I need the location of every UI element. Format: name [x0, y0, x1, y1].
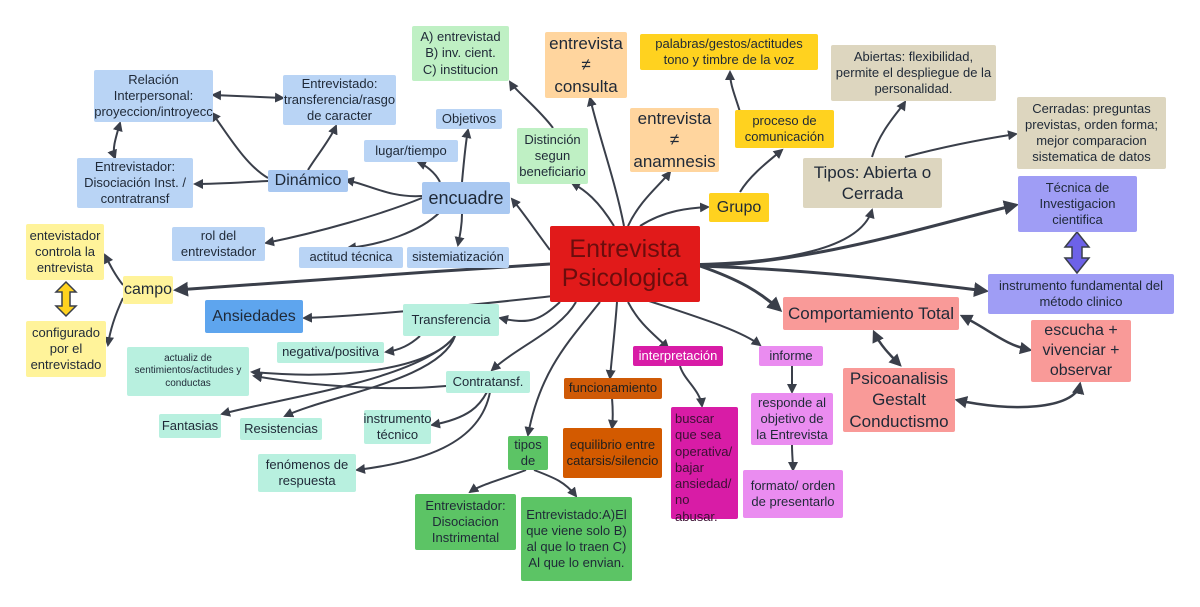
escucha-node: escucha + vivenciar + observar: [1031, 320, 1131, 382]
link-transf-fantasias: [220, 335, 456, 417]
negativa-node: negativa/positiva: [277, 342, 384, 363]
controla-node: entevistador controla la entrevista: [26, 224, 104, 280]
campo-node: campo: [123, 276, 173, 304]
link-psico-escucha: [954, 381, 1085, 409]
entrevistador-disoc-node: Entrevistador: Disociación Inst. / contr…: [77, 158, 193, 208]
link-central-funcionamiento: [605, 301, 618, 380]
tecnica-node: Técnica de Investigacion cientifica: [1018, 176, 1137, 232]
link-central-consulta: [586, 96, 625, 227]
link-tipos-abiertas: [871, 100, 907, 158]
contratransf-node: Contratansf.: [446, 371, 530, 393]
link-tipos-left: [468, 469, 527, 494]
link-comport-escucha: [959, 314, 1033, 355]
link-transf-resistencias: [283, 335, 456, 418]
link-central-anamnesis: [627, 170, 672, 227]
link-tipos-right: [533, 469, 578, 498]
rol-node: rol del entrevistador: [172, 227, 265, 261]
fenomenos-node: fenómenos de respuesta: [258, 454, 356, 492]
cerradas-node: Cerradas: preguntas previstas, orden for…: [1017, 97, 1166, 169]
link-contratransf-instrumento: [430, 391, 488, 429]
entrevistador-instr-node: Entrevistador: Disociacion Instrimental: [415, 494, 516, 550]
link-transf-negativa: [384, 335, 421, 356]
link-tipos-cerradas: [904, 130, 1018, 158]
transferencia-node: Transferencia: [403, 304, 499, 336]
link-responde-formato: [787, 444, 798, 472]
link-contratransf-actualiz: [252, 372, 447, 390]
double-arrow-yellow-icon: [54, 280, 78, 318]
link-encuadre-sistem: [454, 213, 465, 247]
responde-node: responde al objetivo de la Entrevista: [751, 393, 833, 445]
link-campo-controla: [104, 253, 124, 286]
link-central-tecnica: [699, 200, 1019, 268]
sistematizacion-node: sistemiatización: [407, 247, 509, 268]
abc-node: A) entrevistad B) inv. cient. C) institu…: [412, 26, 509, 81]
objetivos-node: Objetivos: [436, 109, 502, 129]
link-central-tipos: [699, 208, 875, 265]
double-arrow-blue-icon: [1063, 230, 1091, 275]
link-central-comportamiento: [699, 264, 783, 313]
configurado-node: configurado por el entrevistado: [26, 321, 106, 377]
link-central-transferencia: [498, 301, 561, 325]
link-central-instrumento: [699, 264, 989, 298]
ansiedades-node: Ansiedades: [205, 300, 303, 333]
link-relacion-disoc: [107, 121, 123, 160]
actualiz-node: actualiz de sentimientos/actitudes y con…: [127, 347, 249, 396]
link-central-tiposde: [524, 301, 601, 437]
comportamiento-node: Comportamiento Total: [783, 297, 959, 330]
distincion-node: Distinción segun beneficiario: [517, 128, 588, 184]
fantasias-node: Fantasias: [159, 414, 221, 438]
entrevistado-abc-node: Entrevistado:A)El que viene solo B) al q…: [521, 497, 632, 581]
link-encuadre-actitud: [346, 211, 441, 253]
tipos-node: Tipos: Abierta o Cerrada: [803, 158, 942, 208]
link-encuadre-dinamico: [344, 176, 423, 198]
link-central-contratransf: [490, 301, 577, 372]
actitud-node: actitud técnica: [299, 247, 403, 268]
link-relacion-entrevistado: [211, 90, 285, 103]
link-central-interpret: [627, 301, 670, 350]
instrumento-tecnico-node: instrumento técnico: [363, 410, 432, 444]
link-dinamico-relacion: [210, 111, 269, 179]
link-encuadre-lugar: [416, 160, 441, 183]
link-central-distincion: [570, 182, 615, 227]
consulta-node: entrevista ≠ consulta: [545, 32, 627, 98]
link-encuadre-rol: [264, 197, 423, 247]
link-distincion-abc: [508, 80, 554, 129]
interpretacion-node: interpretación: [633, 346, 723, 366]
entrevistado-transf-node: Entrevistado: transferencia/rasgo de car…: [283, 75, 396, 125]
lugar-tiempo-node: lugar/tiempo: [364, 140, 458, 162]
link-central-encuadre: [510, 197, 551, 251]
link-campo-configurado: [104, 297, 124, 347]
grupo-node: Grupo: [709, 193, 769, 222]
link-func-equilibrio: [608, 397, 618, 430]
resistencias-node: Resistencias: [240, 418, 322, 440]
tiposde-node: tipos de: [508, 436, 548, 470]
link-encuadre-objetivos: [461, 128, 472, 183]
psicoanalisis-node: Psicoanalisis Gestalt Conductismo: [843, 368, 955, 432]
link-interp-buscar: [679, 365, 706, 408]
link-contratransf-fenomenos: [355, 391, 491, 474]
link-proceso-palabras: [725, 70, 741, 113]
link-dinamico-disoc: [193, 178, 269, 189]
abiertas-node: Abiertas: flexibilidad, permite el despl…: [831, 45, 996, 101]
buscar-node: buscar que sea operativa/ bajar ansiedad…: [671, 407, 738, 524]
dinamico-node: Dinámico: [268, 170, 348, 192]
link-grupo-proceso: [739, 148, 784, 193]
anamnesis-node: entrevista ≠ anamnesis: [630, 108, 719, 172]
link-dinamico-entrevistado: [307, 124, 338, 171]
instrumento-node: instrumento fundamental del método clini…: [988, 274, 1174, 314]
funcionamiento-node: funcionamiento: [564, 378, 662, 399]
proceso-node: proceso de comunicación: [735, 110, 834, 148]
equilibrio-node: equilibrio entre catarsis/silencio: [563, 428, 662, 478]
link-comport-psico: [872, 329, 902, 367]
link-central-informe: [639, 297, 762, 347]
central-node: Entrevista Psicologica: [550, 226, 700, 302]
informe-node: informe: [759, 346, 823, 366]
relacion-node: Relación Interpersonal: proyeccion/intro…: [94, 70, 213, 122]
palabras-node: palabras/gestos/actitudes tono y timbre …: [640, 34, 818, 70]
link-central-grupo: [639, 202, 710, 227]
formato-node: formato/ orden de presentarlo: [743, 470, 843, 518]
encuadre-node: encuadre: [422, 182, 510, 214]
